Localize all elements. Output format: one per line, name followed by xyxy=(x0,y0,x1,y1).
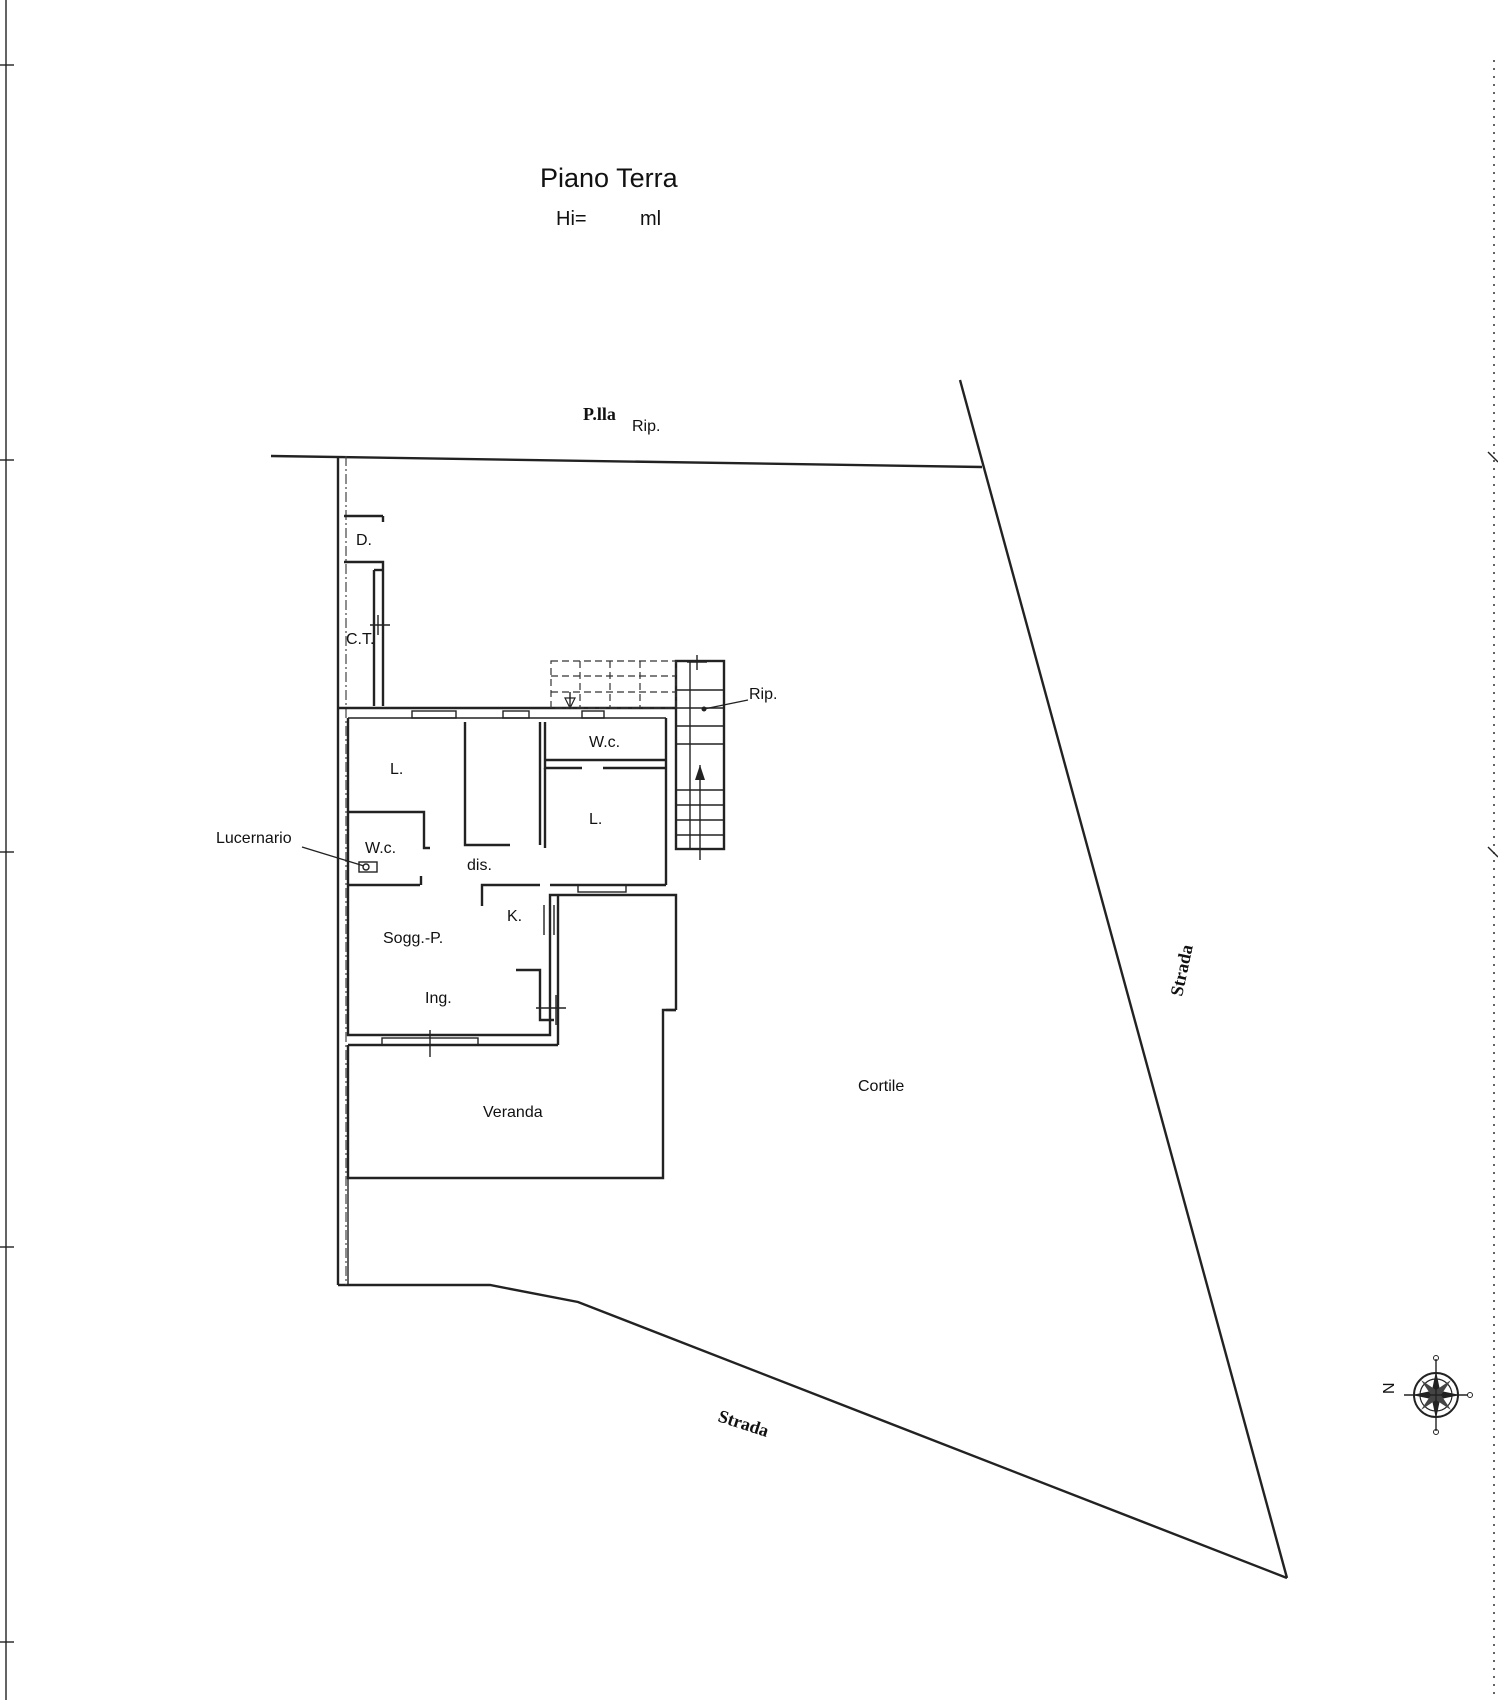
rip-label: Rip. xyxy=(749,686,777,703)
height-label: Hi= xyxy=(556,208,587,230)
dashed-steps xyxy=(550,660,677,710)
room-wc1-label: W.c. xyxy=(365,840,396,857)
height-unit: ml xyxy=(640,208,661,230)
rip-leader xyxy=(703,699,749,710)
room-sogg-label: Sogg.-P. xyxy=(383,930,443,947)
parcel-label: P.lla xyxy=(583,404,616,424)
room-cortile-label: Cortile xyxy=(858,1078,904,1095)
lucernario-leader xyxy=(301,846,365,867)
veranda-outline xyxy=(346,1008,676,1285)
road-south-label: Strada xyxy=(716,1406,772,1441)
room-d-label: D. xyxy=(356,532,372,549)
page-title: Piano Terra xyxy=(540,163,679,193)
compass-rose-icon xyxy=(1404,1355,1473,1435)
road-east-label: Strada xyxy=(1166,943,1196,998)
lucernario-label: Lucernario xyxy=(216,830,292,847)
room-veranda-label: Veranda xyxy=(483,1104,543,1121)
skylight-icon xyxy=(358,861,378,873)
room-k-label: K. xyxy=(507,908,522,925)
room-ct-label: C.T. xyxy=(346,631,374,648)
lot-boundary xyxy=(270,379,1289,1580)
room-wc2-label: W.c. xyxy=(589,734,620,751)
room-l2-label: L. xyxy=(589,811,602,828)
room-dis-label: dis. xyxy=(467,857,492,874)
room-ing-label: Ing. xyxy=(425,990,452,1007)
room-l1-label: L. xyxy=(390,761,403,778)
compass-north-label: N xyxy=(1381,1382,1398,1394)
house-walls xyxy=(338,706,678,1057)
parcel-suffix: Rip. xyxy=(632,418,660,435)
annex-walls xyxy=(344,514,390,706)
stair-icon xyxy=(674,655,726,860)
